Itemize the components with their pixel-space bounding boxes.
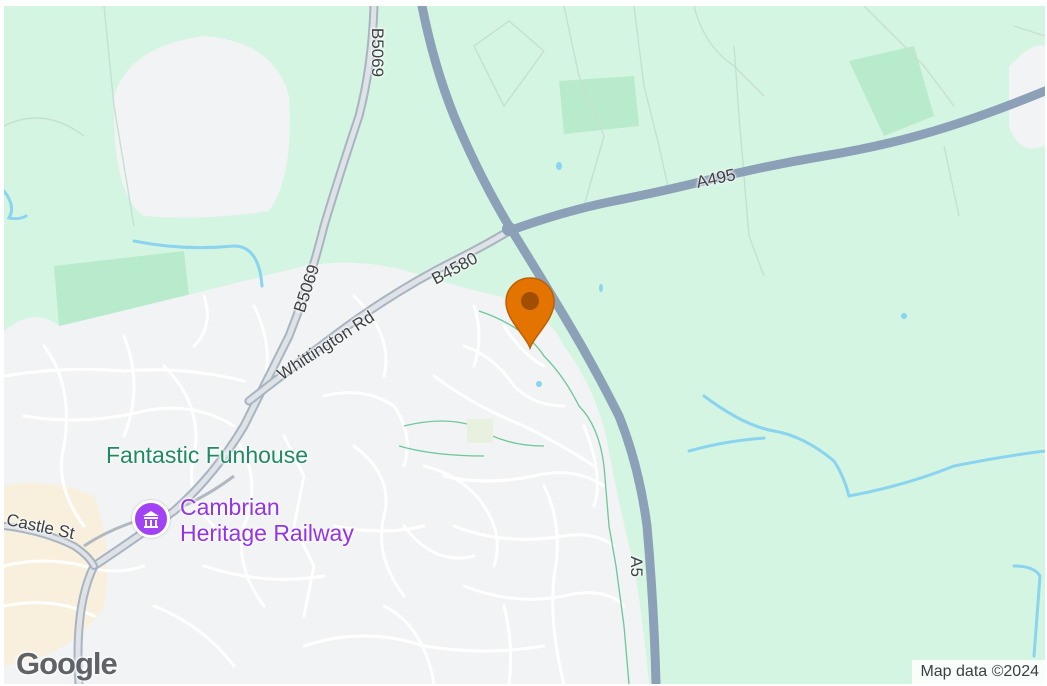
footpaths xyxy=(398,310,630,684)
railway-label-line1: Cambrian xyxy=(180,494,280,520)
b-roads xyxy=(4,6,514,684)
google-logo[interactable]: Google xyxy=(16,646,118,681)
park-area xyxy=(559,76,639,134)
open-land-area xyxy=(113,36,290,218)
playground-area xyxy=(467,419,493,443)
map-canvas[interactable]: B5069 B5069 A495 B4580 Whittington Rd Ca… xyxy=(4,6,1045,684)
location-pin-icon[interactable] xyxy=(502,274,558,350)
location-pin-shape xyxy=(505,277,555,350)
minor-roads xyxy=(4,294,626,684)
place-label-cambrian-heritage-railway[interactable]: Cambrian Heritage Railway xyxy=(180,494,354,547)
map-attribution[interactable]: Map data ©2024 xyxy=(912,660,1045,684)
a-roads xyxy=(417,6,1045,684)
park-area xyxy=(54,251,189,366)
road-label-b5069-north: B5069 xyxy=(368,27,388,78)
railway-label-line2: Heritage Railway xyxy=(180,520,354,547)
waterways xyxy=(4,189,1045,658)
park-area xyxy=(849,46,934,136)
museum-glyph xyxy=(143,511,159,528)
road-label-a5: A5 xyxy=(626,556,646,577)
museum-icon[interactable] xyxy=(132,500,170,538)
ponds xyxy=(536,162,907,387)
roundabout xyxy=(502,222,516,236)
map-base-layer xyxy=(4,6,1045,684)
place-label-fantastic-funhouse[interactable]: Fantastic Funhouse xyxy=(106,442,309,468)
